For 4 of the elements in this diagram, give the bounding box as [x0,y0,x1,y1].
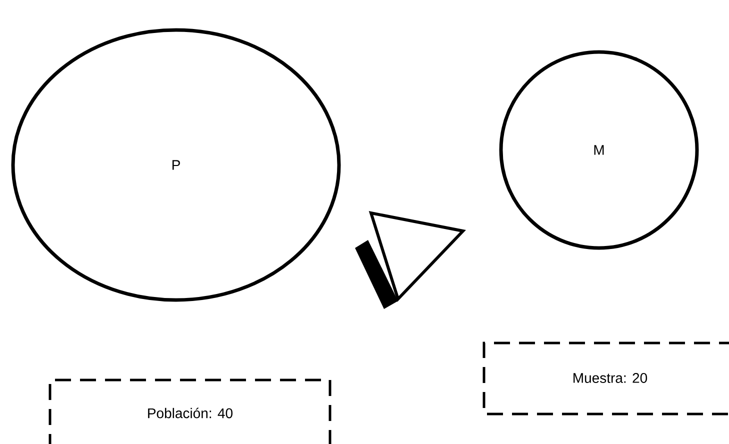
circle-node: P [11,28,341,302]
circle-node: M [499,50,699,250]
dashed-box: Población: 40 [48,378,332,444]
dashed-box: Muestra: 20 [482,342,729,416]
